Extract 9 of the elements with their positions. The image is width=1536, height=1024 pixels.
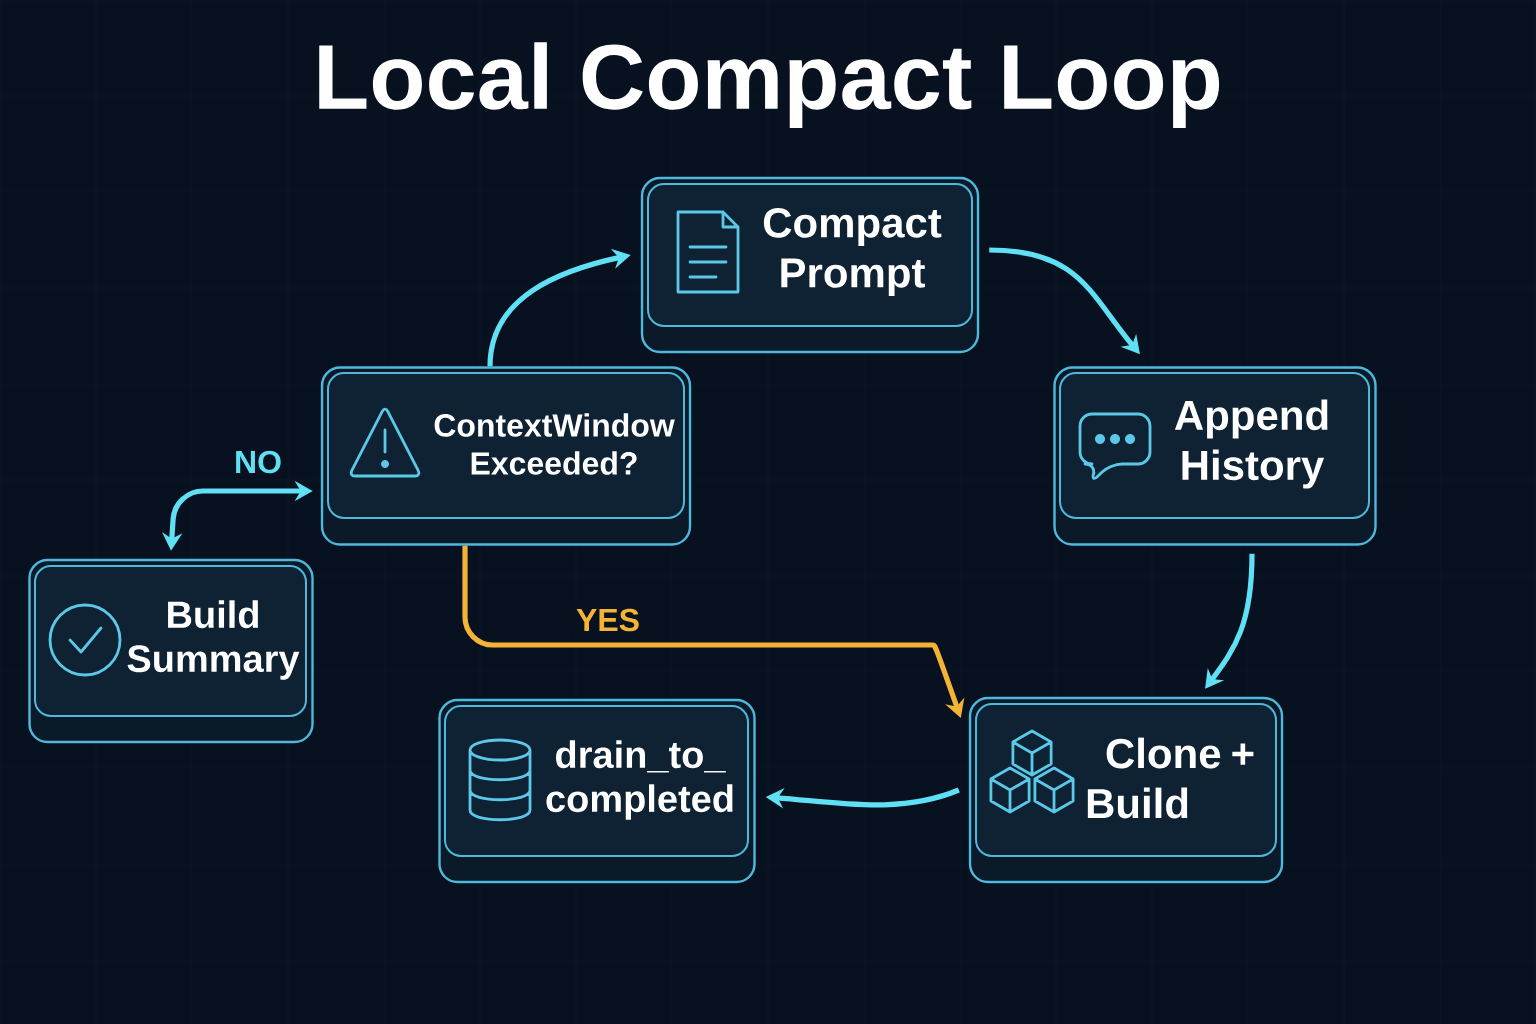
edge-label: NO	[230, 446, 286, 478]
process-box: Append History	[1053, 366, 1377, 546]
process-box: drain_to_ completed	[438, 698, 756, 884]
process-box: ContextWindow Exceeded?	[320, 366, 692, 546]
edge-label: YES	[572, 604, 644, 636]
process-box: Compact Prompt	[640, 176, 980, 354]
process-box: Build Summary	[28, 558, 314, 744]
process-box: Clone + Build	[968, 696, 1284, 884]
title: Local Compact Loop	[319, 42, 1220, 128]
